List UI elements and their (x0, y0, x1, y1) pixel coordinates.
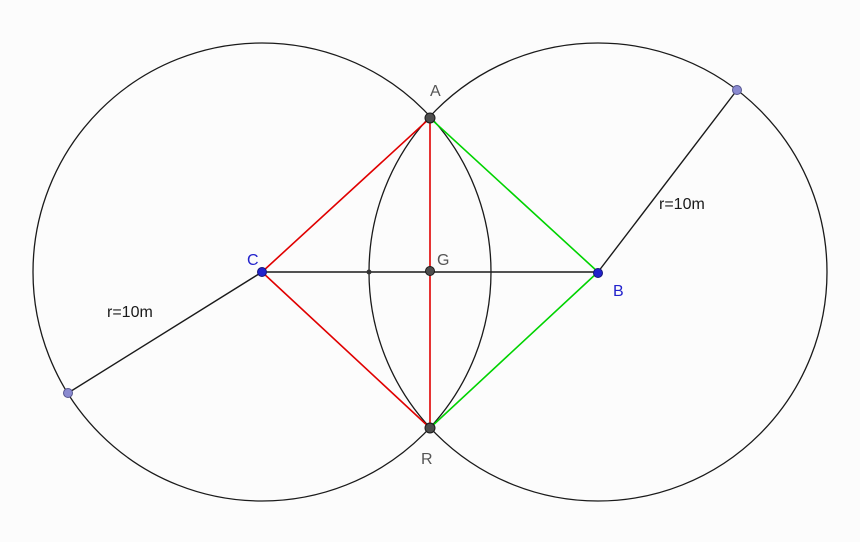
segment-A-B (429, 117, 599, 273)
label-point-R: R (421, 451, 433, 468)
point-radius-end-right (732, 85, 742, 95)
point-G (425, 266, 435, 276)
segment-B-R (429, 271, 599, 429)
label-point-C: C (247, 252, 259, 269)
point-R (424, 422, 436, 434)
segment-radius-C-left (67, 271, 263, 394)
point-A (424, 112, 436, 124)
point-B (593, 268, 603, 278)
segment-A-C (261, 117, 431, 273)
point-circle-line-intersection (366, 269, 372, 275)
segment-radius-B-right (597, 89, 738, 273)
point-radius-end-left (63, 388, 73, 398)
label-point-A: A (430, 83, 441, 100)
label-radius-right: r=10m (659, 196, 705, 213)
segment-C-R (261, 271, 431, 429)
label-point-B: B (613, 283, 624, 300)
label-point-G: G (437, 252, 449, 269)
point-C (257, 267, 267, 277)
label-radius-left: r=10m (107, 304, 153, 321)
